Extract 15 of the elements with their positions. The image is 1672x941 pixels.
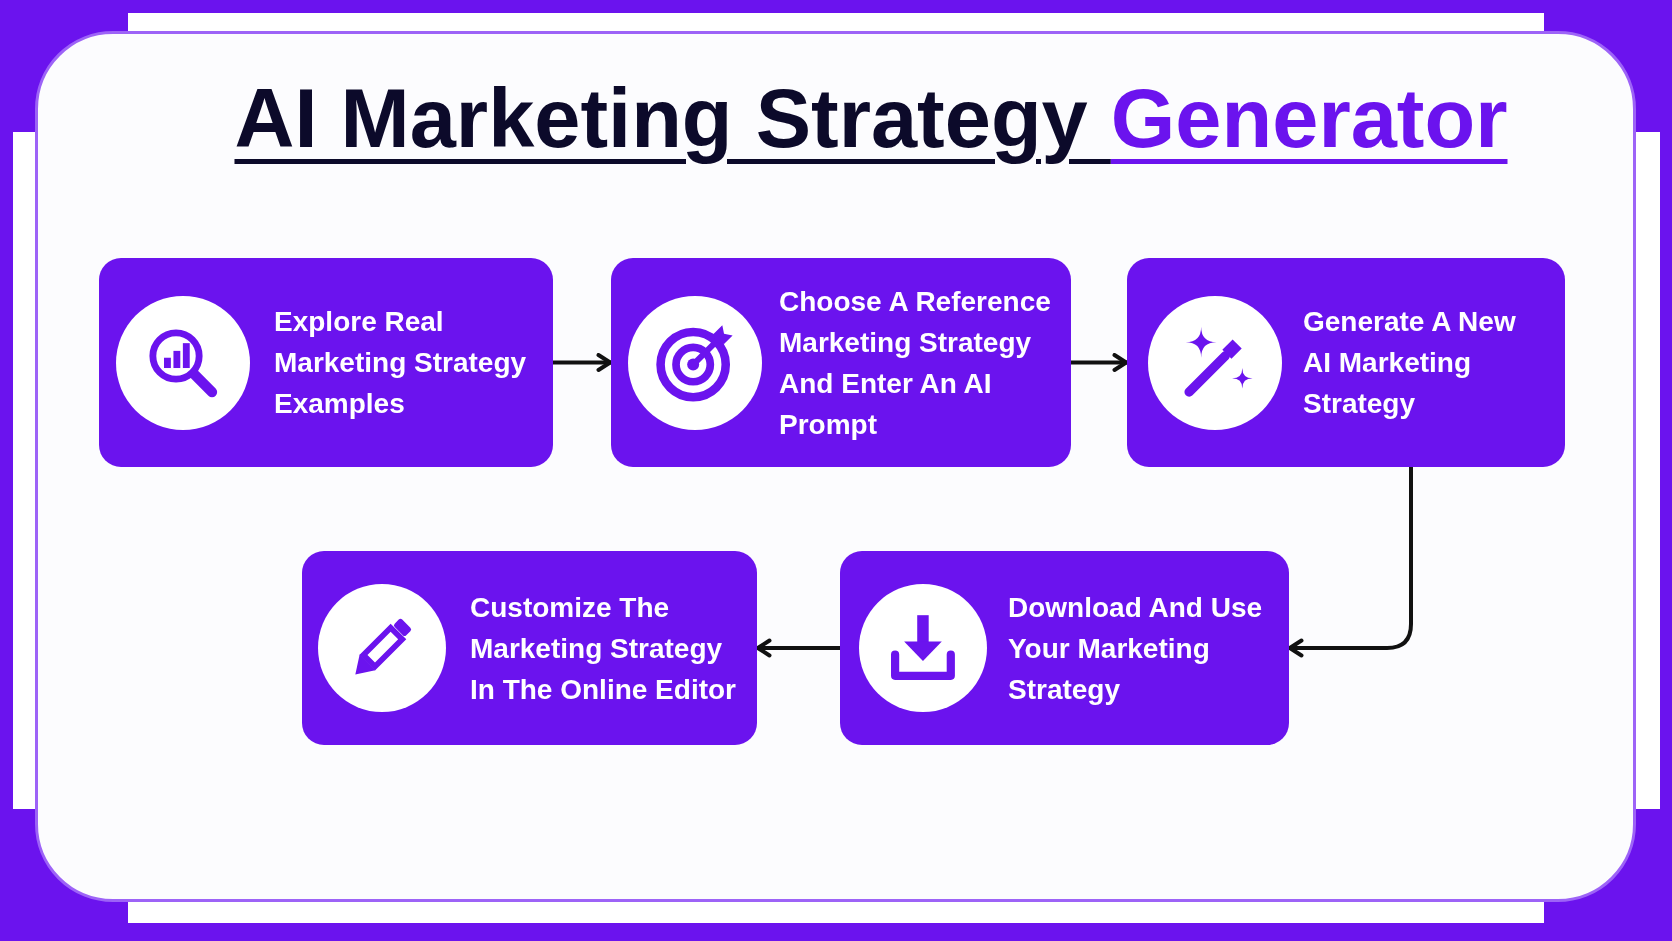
- step-card: [611, 258, 1071, 467]
- step-card: [840, 551, 1289, 745]
- arrow: [551, 353, 613, 372]
- step-card: [1127, 258, 1565, 467]
- step-text: Choose A Reference Marketing Strategy And Enter An AI Prompt: [779, 284, 1052, 442]
- step-text: Explore Real Marketing Strategy Examples: [274, 305, 528, 421]
- step-text: Download And Use Your Marketing Strategy: [1008, 590, 1264, 707]
- step-card: [302, 551, 757, 745]
- step-text: Generate A New AI Marketing Strategy: [1303, 305, 1517, 421]
- step-card: [99, 258, 553, 467]
- arrow: [1287, 465, 1413, 658]
- arrow: [755, 638, 842, 658]
- title: AI Marketing Strategy Generator: [233, 71, 1509, 167]
- arrow: [1069, 353, 1129, 372]
- step-text: Customize The Marketing Strategy In The Online Editor: [470, 590, 736, 707]
